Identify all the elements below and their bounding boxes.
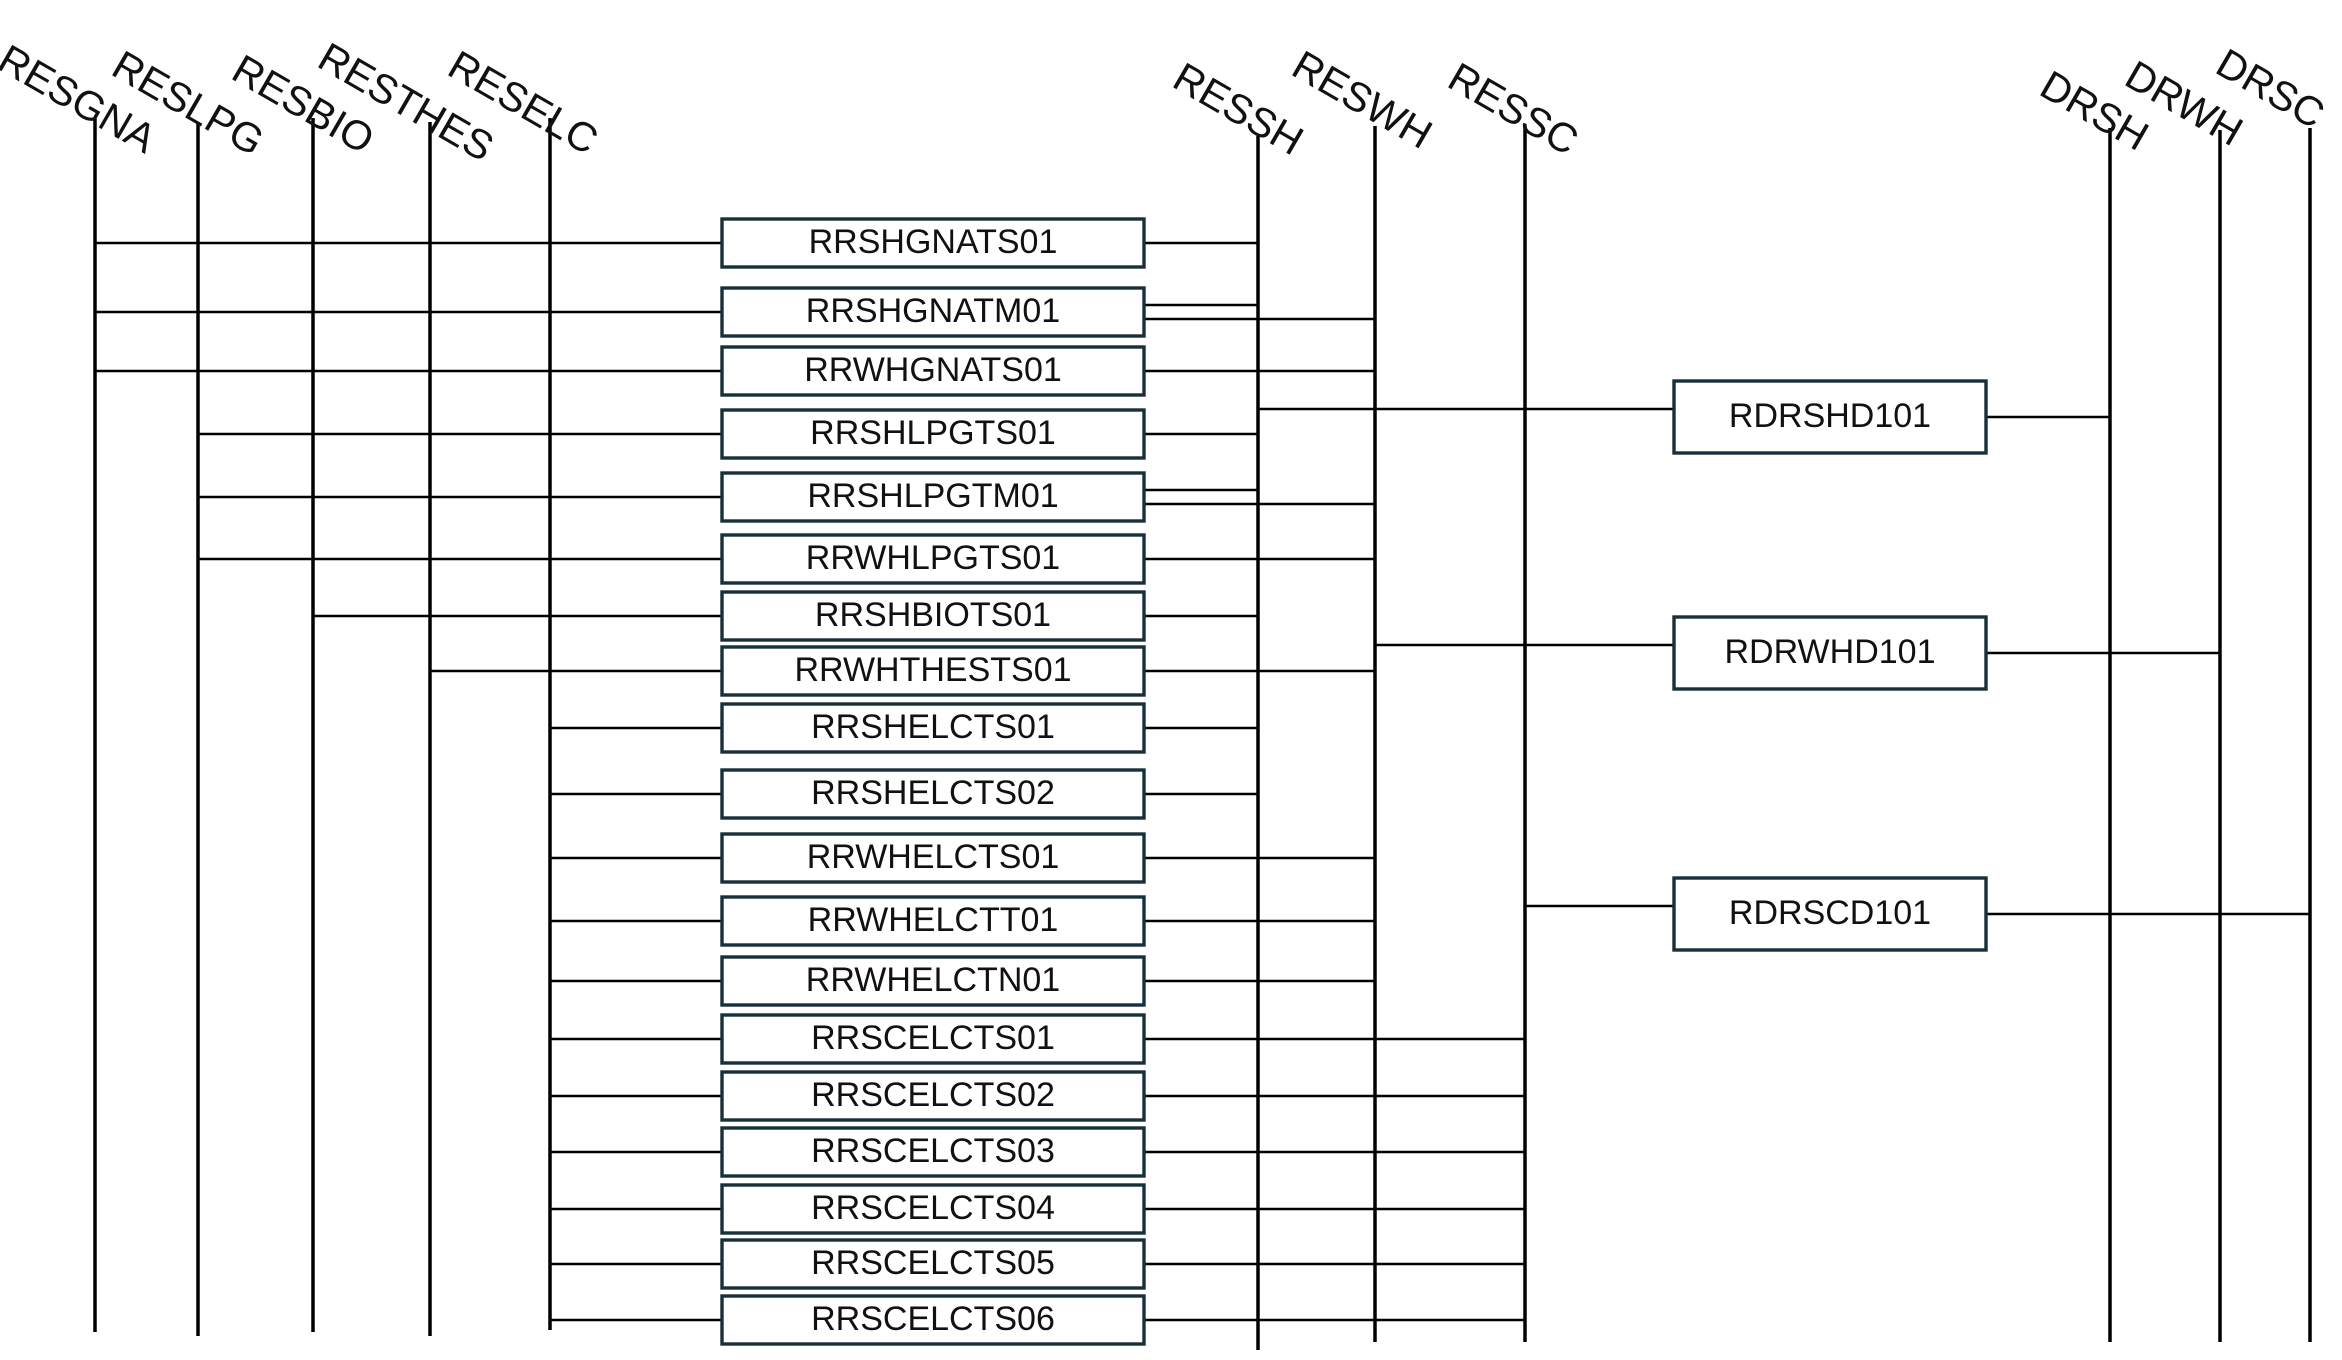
process-node-rrwhelctt01: RRWHELCTT01 (720, 895, 1146, 947)
connector-lines (95, 241, 2310, 1322)
process-box (720, 702, 1146, 754)
bus-label-reswh: RESWH (1285, 42, 1440, 158)
bus-lines (93, 118, 2312, 1350)
process-node-rrwhthests01: RRWHTHESTS01 (720, 645, 1146, 697)
process-node-rrwhelctn01: RRWHELCTN01 (720, 955, 1146, 1007)
demand-label: RDRSCD101 (1729, 894, 1931, 932)
process-label: RRSCELCTS05 (811, 1244, 1055, 1282)
demand-box (1672, 615, 1988, 691)
demand-box (1672, 379, 1988, 455)
process-box (720, 345, 1146, 397)
process-node-rrwhelcts01: RRWHELCTS01 (720, 832, 1146, 884)
process-node-rrshbiots01: RRSHBIOTS01 (720, 590, 1146, 642)
process-node-rrshgnats01: RRSHGNATS01 (720, 217, 1146, 269)
process-node-rrscelcts05: RRSCELCTS05 (720, 1238, 1146, 1290)
demand-node-rdrshd101: RDRSHD101 (1672, 379, 1988, 455)
process-box (720, 1183, 1146, 1235)
process-box (720, 533, 1146, 585)
process-box (720, 1013, 1146, 1065)
process-label: RRSHBIOTS01 (815, 596, 1051, 634)
process-label: RRSHELCTS01 (811, 708, 1055, 746)
process-box (720, 1294, 1146, 1346)
process-label: RRWHTHESTS01 (794, 651, 1071, 689)
process-box (720, 1070, 1146, 1122)
process-node-rrscelcts01: RRSCELCTS01 (720, 1013, 1146, 1065)
process-label: RRWHELCTS01 (807, 838, 1060, 876)
process-box (720, 645, 1146, 697)
process-box (720, 471, 1146, 523)
process-node-rrshgnatm01: RRSHGNATM01 (720, 286, 1146, 338)
process-node-rrshelcts02: RRSHELCTS02 (720, 768, 1146, 820)
process-label: RRSHLPGTS01 (810, 414, 1056, 452)
process-label: RRWHELCTT01 (808, 901, 1059, 939)
process-box (720, 217, 1146, 269)
demand-box (1672, 876, 1988, 952)
process-label: RRWHLPGTS01 (806, 539, 1060, 577)
process-node-rrshlpgtm01: RRSHLPGTM01 (720, 471, 1146, 523)
process-node-rrwhgnats01: RRWHGNATS01 (720, 345, 1146, 397)
process-node-rrscelcts06: RRSCELCTS06 (720, 1294, 1146, 1346)
process-node-rrscelcts03: RRSCELCTS03 (720, 1126, 1146, 1178)
process-node-rrwhlpgts01: RRWHLPGTS01 (720, 533, 1146, 585)
process-label: RRSCELCTS06 (811, 1300, 1055, 1338)
process-box (720, 1126, 1146, 1178)
process-label: RRSHLPGTM01 (807, 477, 1058, 515)
process-box (720, 1238, 1146, 1290)
process-label: RRWHGNATS01 (804, 351, 1062, 389)
process-node-rrscelcts04: RRSCELCTS04 (720, 1183, 1146, 1235)
process-label: RRSHELCTS02 (811, 774, 1055, 812)
process-label: RRSCELCTS03 (811, 1132, 1055, 1170)
process-box (720, 286, 1146, 338)
process-box (720, 768, 1146, 820)
process-box (720, 832, 1146, 884)
process-label: RRSCELCTS01 (811, 1019, 1055, 1057)
bus-label-ressh: RESSH (1166, 54, 1311, 164)
process-box (720, 590, 1146, 642)
process-label: RRSHGNATS01 (809, 223, 1058, 261)
demand-node-rdrscd101: RDRSCD101 (1672, 876, 1988, 952)
process-box (720, 895, 1146, 947)
demand-node-rdrwhd101: RDRWHD101 (1672, 615, 1988, 691)
bus-label-ressc: RESSC (1441, 54, 1586, 164)
process-box (720, 408, 1146, 460)
process-label: RRSHGNATM01 (806, 292, 1060, 330)
process-label: RRWHELCTN01 (806, 961, 1060, 999)
process-node-rrscelcts02: RRSCELCTS02 (720, 1070, 1146, 1122)
process-label: RRSCELCTS04 (811, 1189, 1055, 1227)
process-node-rrshelcts01: RRSHELCTS01 (720, 702, 1146, 754)
process-nodes: RRSHGNATS01RRSHGNATM01RRWHGNATS01RRSHLPG… (720, 217, 1146, 1346)
demand-label: RDRSHD101 (1729, 397, 1931, 435)
demand-label: RDRWHD101 (1725, 633, 1936, 671)
process-node-rrshlpgts01: RRSHLPGTS01 (720, 408, 1146, 460)
process-box (720, 955, 1146, 1007)
process-label: RRSCELCTS02 (811, 1076, 1055, 1114)
